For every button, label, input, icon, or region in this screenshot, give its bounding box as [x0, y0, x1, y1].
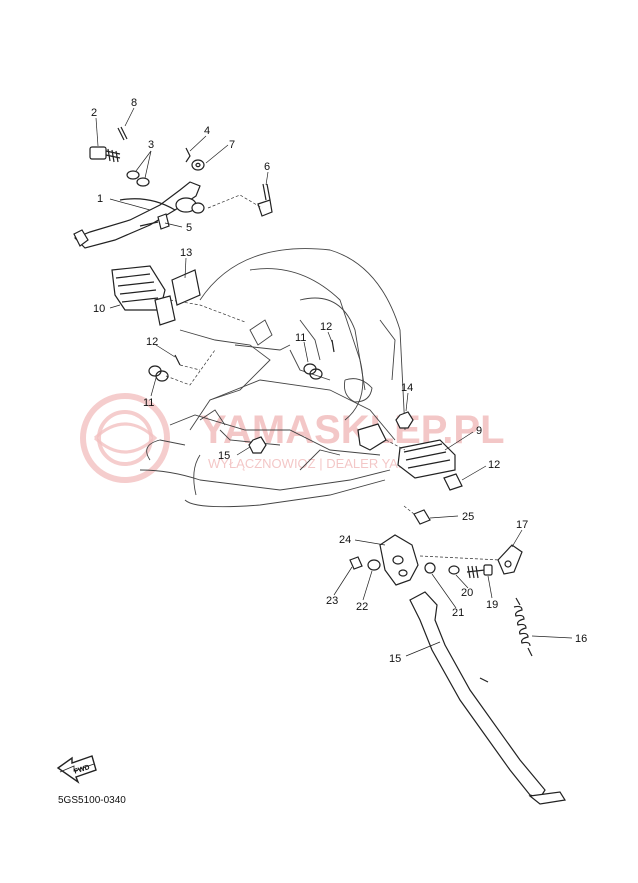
- washer-7[interactable]: [191, 159, 205, 171]
- callout-5: 5: [186, 222, 192, 234]
- collar-11-left[interactable]: [148, 349, 216, 386]
- callout-17: 16: [575, 633, 587, 645]
- callout-24: 24: [339, 534, 351, 546]
- clip-13[interactable]: [443, 473, 463, 491]
- callout-16: 15: [389, 653, 401, 665]
- adjuster-5[interactable]: [139, 213, 170, 230]
- bolt-23[interactable]: [349, 556, 363, 570]
- watermark-logo-icon: [80, 393, 170, 483]
- washer-20[interactable]: [448, 565, 460, 575]
- callout-13: 12: [488, 459, 500, 471]
- sidestand-16[interactable]: [409, 591, 566, 805]
- callout-4: 4: [204, 125, 210, 137]
- collar-22[interactable]: [367, 559, 381, 571]
- engine-frame-outline: [139, 248, 406, 508]
- cotter-pin[interactable]: [117, 126, 128, 141]
- callout-12-left: 12: [146, 336, 158, 348]
- callout-20: 20: [461, 587, 473, 599]
- spring-17[interactable]: [513, 597, 533, 657]
- watermark-sub-text: WYŁĄCZNOWIOZ | DEALER YAMAHA: [208, 456, 436, 471]
- callout-12-right: 12: [320, 321, 332, 333]
- callout-23: 23: [326, 595, 338, 607]
- callout-15-lower: 15: [218, 450, 230, 462]
- fwd-arrow-icon: FWD: [56, 755, 97, 784]
- bolt-25[interactable]: [403, 505, 431, 525]
- plate-18[interactable]: [497, 544, 523, 575]
- callout-22: 22: [356, 601, 368, 613]
- leader-lines: [95, 107, 573, 657]
- callout-11-left: 11: [143, 397, 154, 409]
- callout-14: 13: [180, 247, 192, 259]
- nut-15-upper[interactable]: [395, 411, 414, 429]
- nut-15-lower[interactable]: [248, 436, 267, 454]
- callout-19: 19: [486, 599, 498, 611]
- callout-11-right: 11: [295, 332, 306, 344]
- callout-numbers: 2 8 3 4 7 6 1 5 13 10 12 11 11 12 14 15 …: [91, 97, 587, 665]
- figure-code: 5GS5100-0340: [58, 795, 126, 806]
- callout-8: 8: [131, 97, 137, 109]
- spring-washer[interactable]: [126, 170, 150, 187]
- collar-11-right[interactable]: [303, 363, 323, 380]
- callout-15-upper: 14: [401, 382, 413, 394]
- bracket-plate[interactable]: [171, 269, 201, 306]
- bolt-6[interactable]: [207, 183, 273, 217]
- pivot-shaft[interactable]: [89, 146, 121, 163]
- callout-3: 3: [148, 139, 154, 151]
- callout-6: 6: [264, 161, 270, 173]
- bracket-24[interactable]: [379, 534, 419, 586]
- callout-1: 1: [97, 193, 103, 205]
- callout-18: 17: [516, 519, 528, 531]
- clevis-pin[interactable]: [185, 147, 191, 163]
- callout-9: 9: [476, 425, 482, 437]
- callout-25: 25: [462, 511, 474, 523]
- pin-12-right[interactable]: [331, 339, 335, 353]
- callout-21: 21: [452, 607, 464, 619]
- collar-21[interactable]: [424, 562, 436, 574]
- fwd-label: FWD: [73, 764, 90, 776]
- callout-7: 7: [229, 139, 235, 151]
- callout-10: 10: [93, 303, 105, 315]
- pin-12-left[interactable]: [174, 354, 201, 371]
- footrest-right[interactable]: [357, 423, 456, 479]
- brake-pedal[interactable]: [73, 181, 205, 249]
- callout-2: 2: [91, 107, 97, 119]
- bolt-19[interactable]: [419, 555, 501, 579]
